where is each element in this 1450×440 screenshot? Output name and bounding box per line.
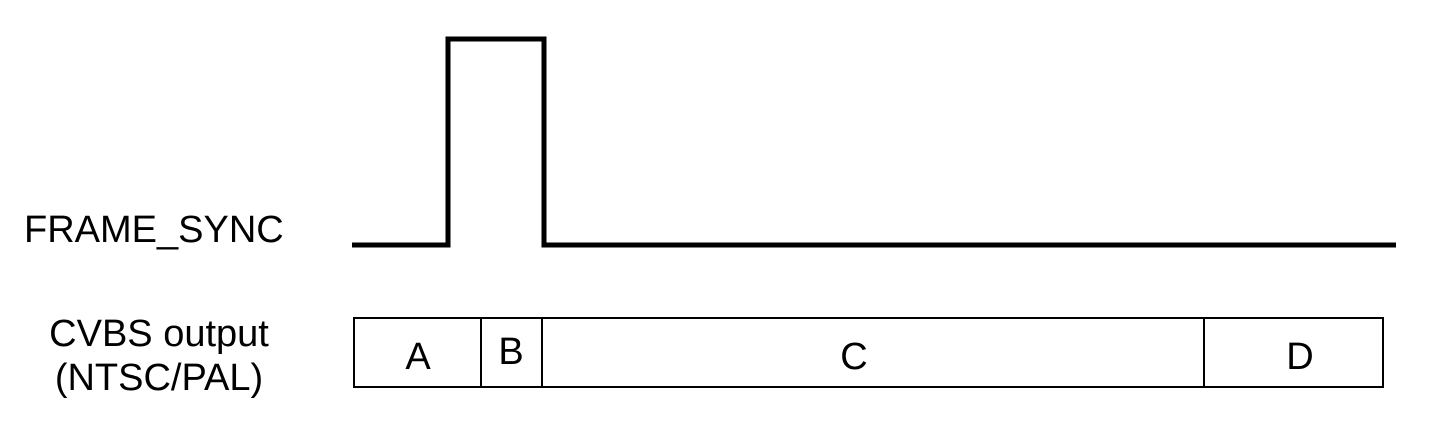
- cvbs-output-label: CVBS output (NTSC/PAL): [20, 312, 298, 400]
- cvbs-segments-frame: [353, 317, 1384, 388]
- segment-b-label: B: [498, 331, 523, 373]
- cvbs-label-line1: CVBS output: [49, 313, 269, 355]
- segment-a-label: A: [405, 336, 431, 378]
- segment-c-label: C: [840, 336, 867, 378]
- frame-sync-label: FRAME_SYNC: [24, 209, 284, 251]
- frame-sync-waveform: [352, 36, 1396, 248]
- segment-d-label: D: [1286, 336, 1313, 378]
- cvbs-label-line2: (NTSC/PAL): [54, 357, 264, 399]
